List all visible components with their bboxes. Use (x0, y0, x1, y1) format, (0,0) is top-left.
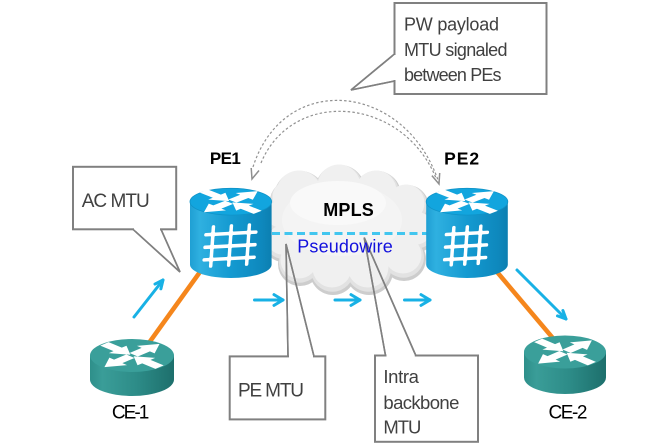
svg-text:AC MTU: AC MTU (82, 191, 150, 212)
svg-text:backbone: backbone (383, 392, 459, 413)
svg-text:Pseudowire: Pseudowire (297, 237, 393, 257)
svg-text:PE2: PE2 (444, 148, 479, 168)
svg-text:MTU: MTU (383, 417, 421, 438)
svg-text:MTU signaled: MTU signaled (404, 40, 508, 60)
svg-text:between PEs: between PEs (404, 65, 502, 85)
svg-text:PE MTU: PE MTU (238, 381, 304, 402)
svg-text:CE-2: CE-2 (549, 402, 588, 423)
svg-text:MPLS: MPLS (323, 200, 374, 220)
svg-text:Intra: Intra (383, 366, 419, 387)
svg-text:PW payload: PW payload (404, 15, 499, 35)
svg-text:PE1: PE1 (210, 149, 241, 168)
svg-text:CE-1: CE-1 (112, 402, 150, 423)
